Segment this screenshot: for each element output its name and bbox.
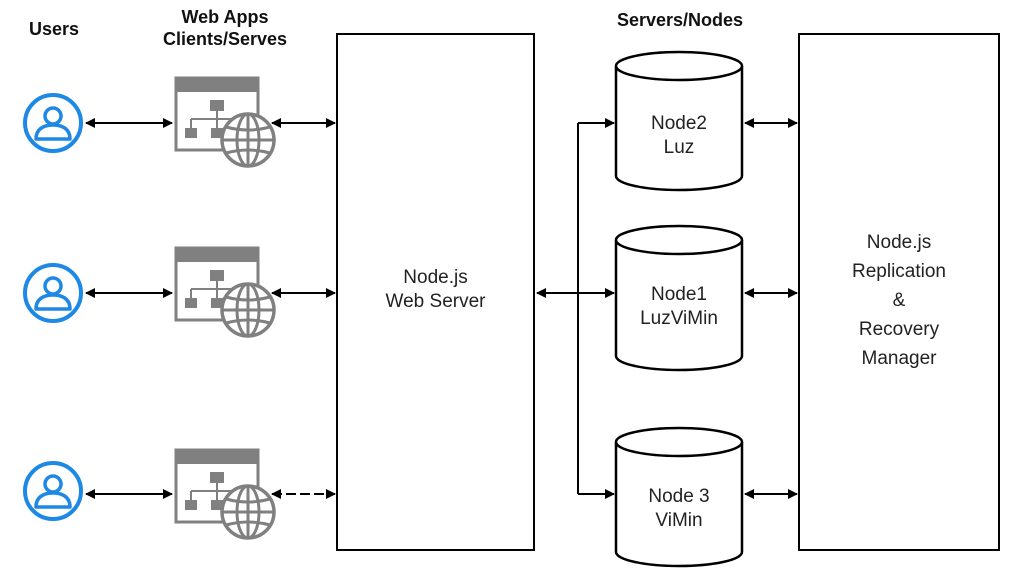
user-icon bbox=[23, 461, 83, 521]
node-label-line1: Node 3 bbox=[648, 486, 710, 507]
replication-manager-label: Node.js Replication & Recovery Manager bbox=[799, 228, 999, 373]
user-icon bbox=[23, 263, 83, 323]
web-app-icon bbox=[174, 76, 276, 168]
node-cylinder bbox=[614, 50, 744, 192]
web-apps-header-line1: Web Apps bbox=[181, 7, 269, 27]
node-label: Node2 Luz bbox=[616, 112, 742, 160]
web-server-label-line2: Web Server bbox=[385, 291, 486, 312]
web-app-icon bbox=[174, 448, 276, 540]
web-server-label-line1: Node.js bbox=[403, 267, 468, 288]
node-label: Node 3 ViMin bbox=[616, 485, 742, 533]
servers-header: Servers/Nodes bbox=[616, 10, 744, 30]
user-icon bbox=[23, 93, 83, 153]
node-cylinder bbox=[614, 426, 744, 568]
manager-label-line2: Replication bbox=[852, 261, 946, 282]
node-label-line1: Node1 bbox=[651, 284, 707, 305]
manager-label-line3: & bbox=[892, 290, 906, 311]
manager-label-line1: Node.js bbox=[866, 232, 932, 253]
web-server-box bbox=[336, 33, 535, 551]
replication-manager-box bbox=[798, 33, 1000, 551]
node-label: Node1 LuzViMin bbox=[616, 283, 742, 331]
web-server-label: Node.js Web Server bbox=[337, 266, 534, 314]
node-label-line1: Node2 bbox=[651, 113, 707, 134]
manager-label-line4: Recovery bbox=[858, 319, 940, 340]
connectors bbox=[85, 118, 798, 499]
web-app-icon bbox=[174, 246, 276, 338]
web-apps-header-line2: Clients/Serves bbox=[162, 29, 288, 49]
manager-label-line5: Manager bbox=[861, 348, 937, 369]
node-cylinder bbox=[614, 224, 744, 372]
node-label-line2: LuzViMin bbox=[640, 308, 718, 329]
node-label-line2: ViMin bbox=[655, 510, 703, 531]
web-apps-header: Web Apps Clients/Serves bbox=[140, 6, 310, 50]
users-header: Users bbox=[28, 19, 80, 39]
node-label-line2: Luz bbox=[663, 137, 695, 158]
